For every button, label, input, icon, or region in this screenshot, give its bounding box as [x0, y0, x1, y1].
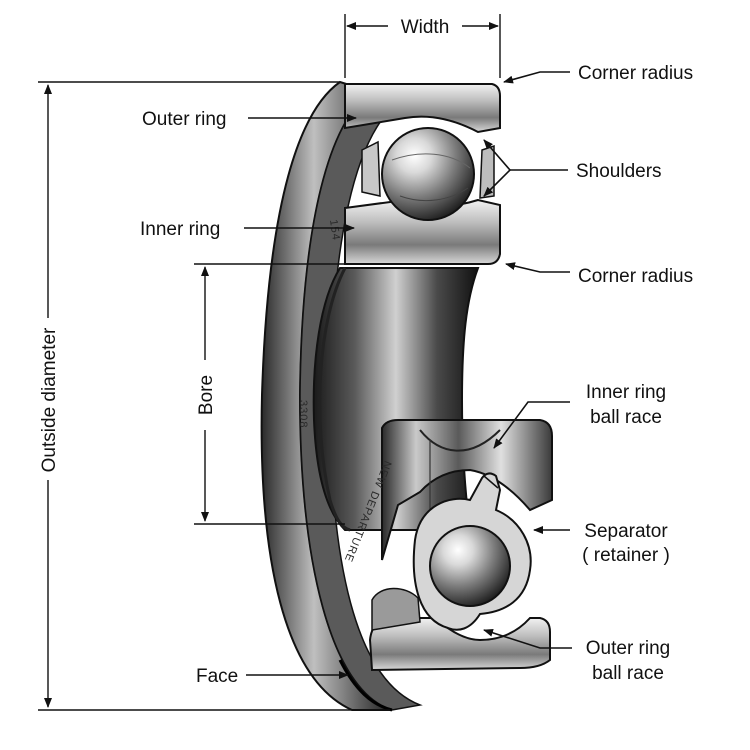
outside-diameter-label: Outside diameter — [39, 327, 60, 472]
outer-ring-ball-race-label-line1: Outer ring — [586, 638, 670, 659]
top-separator — [361, 140, 381, 197]
corner-radius-mid-label: Corner radius — [578, 266, 693, 287]
face-label: Face — [196, 666, 238, 687]
corner-radius-top-label: Corner radius — [578, 63, 693, 84]
svg-text:154: 154 — [327, 219, 342, 242]
bore-dimension — [194, 263, 345, 525]
separator-label-line2: ( retainer ) — [582, 545, 670, 566]
svg-text:3308: 3308 — [297, 400, 309, 428]
outer-ring-section — [344, 83, 501, 134]
bottom-ball — [429, 525, 511, 607]
shoulders-label: Shoulders — [576, 161, 662, 182]
inner-ring-ball-race-label-line1: Inner ring — [586, 382, 666, 403]
bore-label: Bore — [196, 375, 217, 415]
inner-ring-label: Inner ring — [140, 219, 220, 240]
outer-ring-ball-race-label-line2: ball race — [592, 663, 664, 684]
outside-diameter-dimension — [38, 81, 390, 711]
width-label: Width — [401, 17, 450, 38]
outer-ring-label: Outer ring — [142, 109, 226, 130]
inner-ring-ball-race-label-line2: ball race — [590, 407, 662, 428]
width-dimension — [344, 14, 501, 78]
leader-lines — [244, 71, 572, 679]
top-ball — [381, 127, 475, 221]
inner-ring-race-section — [381, 419, 553, 561]
separator-label-line1: Separator — [584, 521, 668, 542]
